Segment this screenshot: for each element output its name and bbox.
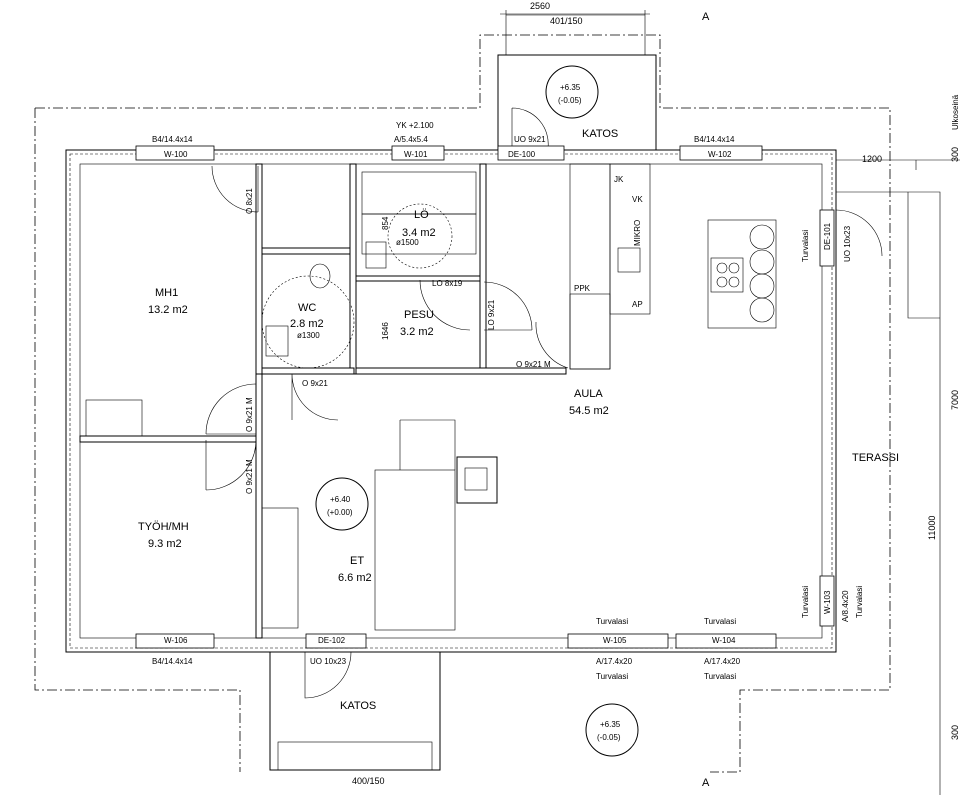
room-area-wc: 2.8 m2 <box>290 318 324 330</box>
label-katos-top: KATOS <box>582 128 618 140</box>
dim-top-width: 2560 <box>530 1 550 11</box>
label-ap: AP <box>632 300 643 309</box>
dim-bottom-porch: 400/150 <box>352 776 385 786</box>
label-o8: O 8x21 <box>245 188 254 214</box>
room-name-mh1: MH1 <box>155 287 178 299</box>
label-lo9: LO 9x21 <box>487 299 496 330</box>
label-turvalasi-inner-right: Turvalasi <box>704 617 736 626</box>
label-w104: W-104 <box>712 636 736 645</box>
dim-right-tag-bottom: 300 <box>950 725 960 740</box>
label-854: 854 <box>381 216 390 230</box>
dim-right-offset: 1200 <box>862 154 882 164</box>
label-uo-top: UO 9x21 <box>514 135 546 144</box>
room-name-aula: AULA <box>574 388 603 400</box>
level-bottom-value: +6.35 <box>600 720 621 729</box>
dim-right-upper: 7000 <box>950 390 960 410</box>
label-turvalasi-right-b: Turvalasi <box>855 586 864 618</box>
label-o9m-a: O 9x21 M <box>245 397 254 432</box>
room-area-lo: 3.4 m2 <box>402 227 436 239</box>
label-turvalasi-inner-left: Turvalasi <box>596 617 628 626</box>
dim-total-depth: 11000 <box>927 516 937 540</box>
label-w105: W-105 <box>603 636 627 645</box>
section-marker-bottom: A <box>702 777 710 789</box>
door-swings <box>205 165 883 491</box>
label-lo8: LO 8x19 <box>432 279 463 288</box>
label-w100: W-100 <box>164 150 188 159</box>
room-name-tyoh: TYÖH/MH <box>138 521 189 533</box>
level-markers <box>315 65 639 757</box>
label-o9m-c: O 9x21 M <box>516 360 551 369</box>
label-b4-bottom: B4/14.4x14 <box>152 657 193 666</box>
label-turvalasi-right-top: Turvalasi <box>801 230 810 262</box>
room-area-et: 6.6 m2 <box>338 572 372 584</box>
level-bottom-relative: (-0.05) <box>597 733 621 742</box>
label-jk: JK <box>614 175 624 184</box>
label-terassi: TERASSI <box>852 452 899 464</box>
room-area-mh1: 13.2 m2 <box>148 304 188 316</box>
label-mikro: MIKRO <box>633 220 642 246</box>
interior-walls <box>79 163 777 639</box>
bottom-porch <box>269 651 441 771</box>
room-name-wc: WC <box>298 302 316 314</box>
sauna-benches <box>361 171 477 269</box>
label-a17-left: A/17.4x20 <box>596 657 633 666</box>
label-o9m-b: O 9x21 M <box>245 459 254 494</box>
room-note-wc: ø1300 <box>297 331 320 340</box>
label-w102: W-102 <box>708 150 732 159</box>
dim-top-porch: 401/150 <box>550 16 583 26</box>
level-yk: YK +2.100 <box>396 121 434 130</box>
dim-right-tag-top: 300 <box>950 147 960 162</box>
level-top-value: +6.35 <box>560 83 581 92</box>
level-top-relative: (-0.05) <box>558 96 582 105</box>
room-note-lo: ø1500 <box>396 238 419 247</box>
label-a5: A/5.4x5.4 <box>394 135 428 144</box>
roof-outline <box>34 34 891 773</box>
label-katos-bottom: KATOS <box>340 700 376 712</box>
label-b4-top-left: B4/14.4x14 <box>152 135 193 144</box>
room-name-pesu: PESU <box>404 309 434 321</box>
dim-right-edge-text: Ulkoseinä <box>951 94 960 130</box>
room-name-lo: LÖ <box>414 209 429 221</box>
label-de101: DE-101 <box>823 222 832 250</box>
label-ppk: PPK <box>574 284 591 293</box>
fixtures <box>261 203 775 369</box>
label-uo-bottom: UO 10x23 <box>310 657 347 666</box>
top-porch <box>497 10 657 151</box>
label-o9-wc: O 9x21 <box>302 379 328 388</box>
room-area-aula: 54.5 m2 <box>569 405 609 417</box>
label-de102: DE-102 <box>318 636 346 645</box>
label-w101: W-101 <box>404 150 428 159</box>
level-center-value: +6.40 <box>330 495 351 504</box>
label-1646: 1646 <box>381 322 390 340</box>
dimension-lines <box>500 13 960 795</box>
label-de100: DE-100 <box>508 150 536 159</box>
label-vk: VK <box>632 195 643 204</box>
label-a17-right: A/17.4x20 <box>704 657 741 666</box>
label-w103: W-103 <box>823 590 832 614</box>
label-turvalasi-bottom-right: Turvalasi <box>704 672 736 681</box>
windows <box>135 145 835 649</box>
room-area-pesu: 3.2 m2 <box>400 326 434 338</box>
section-marker-top: A <box>702 11 710 23</box>
level-center-relative: (+0.00) <box>327 508 353 517</box>
label-turvalasi-bottom-left: Turvalasi <box>596 672 628 681</box>
exterior-wall <box>65 149 837 653</box>
room-area-tyoh: 9.3 m2 <box>148 538 182 550</box>
label-b4-top-right: B4/14.4x14 <box>694 135 735 144</box>
label-a8: A/8.4x20 <box>841 590 850 622</box>
label-w106: W-106 <box>164 636 188 645</box>
room-name-et: ET <box>350 555 364 567</box>
label-turvalasi-right-a: Turvalasi <box>801 586 810 618</box>
label-uo-right: UO 10x23 <box>843 225 852 262</box>
